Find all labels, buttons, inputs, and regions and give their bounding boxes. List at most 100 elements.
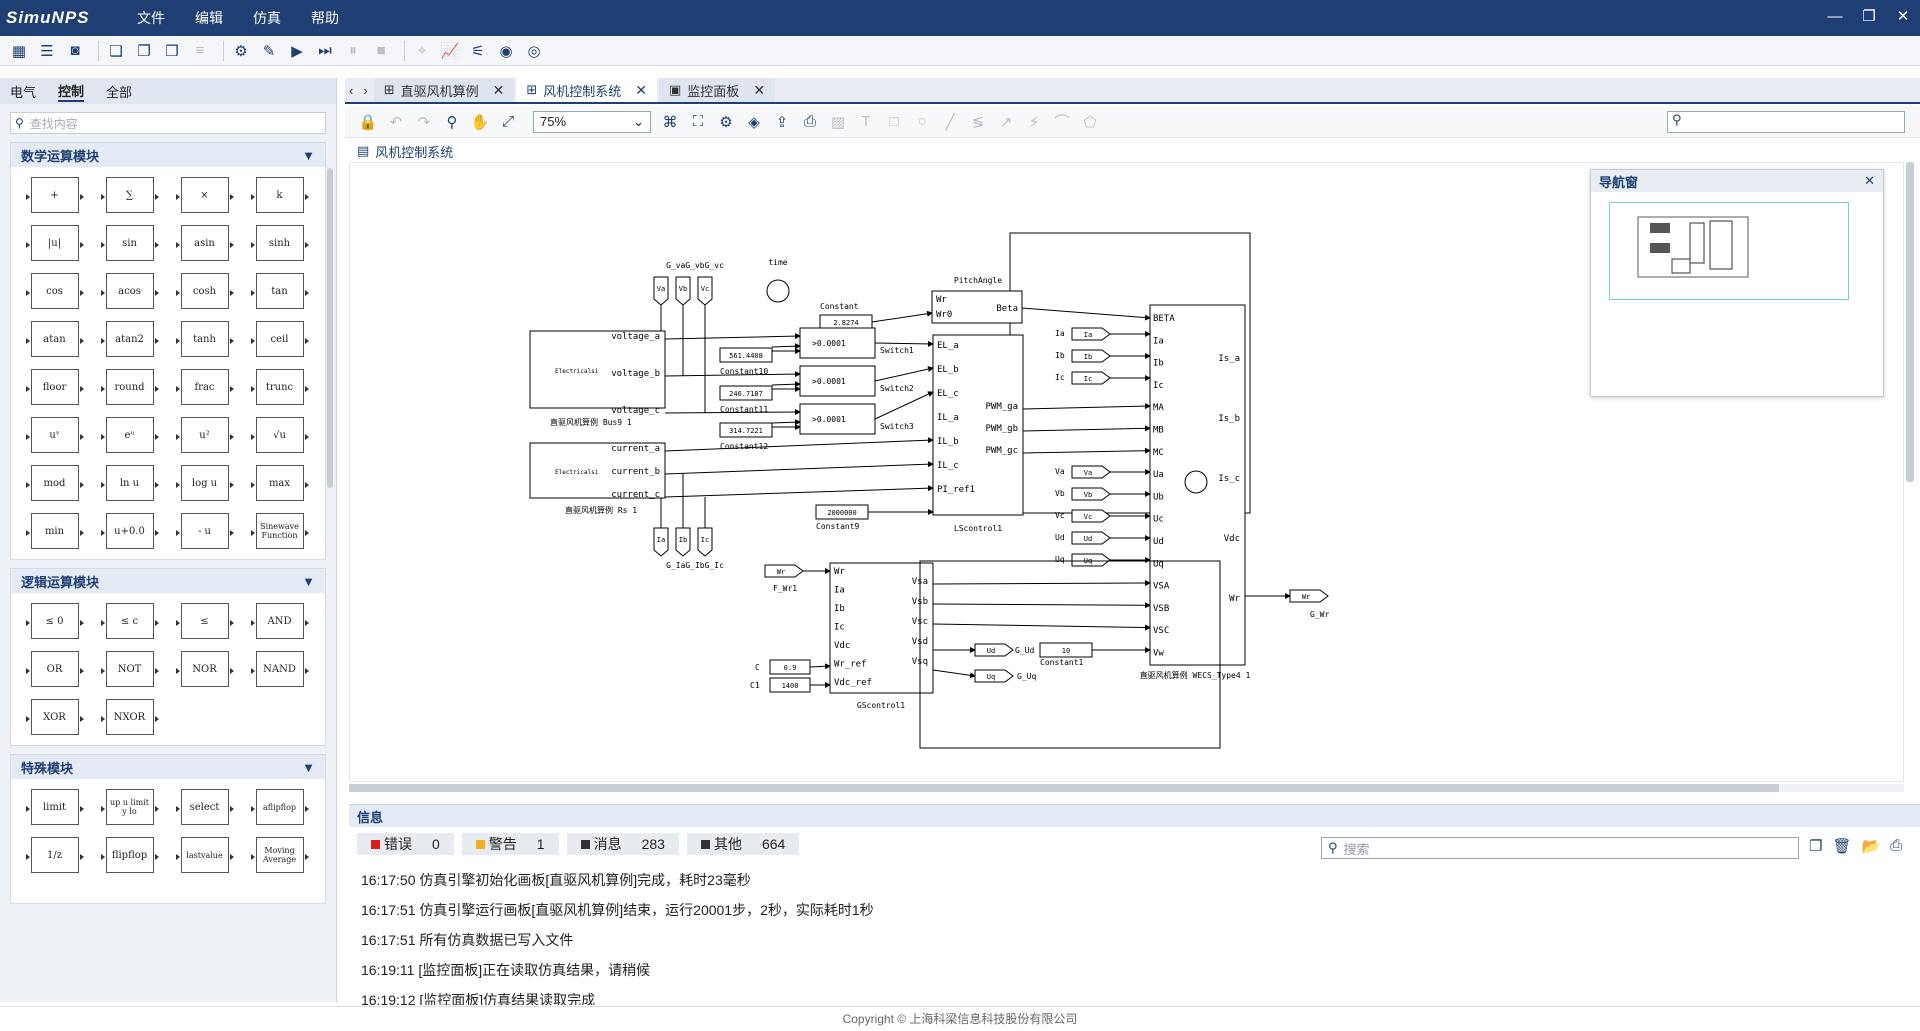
polygon-icon[interactable]: ⬠ <box>1083 113 1097 131</box>
section-header[interactable]: 数学运算模块▼ <box>11 143 325 167</box>
switch-block[interactable] <box>799 327 876 359</box>
library-block[interactable]: - u <box>175 513 234 549</box>
menu-simulate[interactable]: 仿真 <box>253 10 281 26</box>
arc-icon[interactable]: ⌒ <box>1054 114 1070 131</box>
library-block[interactable]: ≤ <box>175 603 234 639</box>
section-header[interactable]: 逻辑运算模块▼ <box>11 569 325 593</box>
library-block[interactable]: max <box>250 465 309 501</box>
wr-tag[interactable] <box>764 564 804 578</box>
gs-frame[interactable] <box>919 560 1221 749</box>
fit-icon[interactable]: ⤢ <box>501 113 514 130</box>
help-icon[interactable]: ◎ <box>527 42 541 60</box>
save-file-icon[interactable]: ❒ <box>165 42 179 60</box>
library-block[interactable]: trunc <box>250 369 309 405</box>
library-block[interactable]: ≤ 0 <box>25 603 84 639</box>
canvas-horizontal-scrollbar[interactable] <box>349 784 1904 792</box>
print-icon[interactable]: ⎙ <box>803 113 816 130</box>
ellipse-icon[interactable]: ○ <box>917 113 927 130</box>
signal-tag[interactable] <box>1071 531 1111 545</box>
restore-icon[interactable]: ❐ <box>1862 8 1876 25</box>
export-icon[interactable]: ⇪ <box>775 113 789 131</box>
navigation-thumbnail[interactable] <box>1609 202 1849 300</box>
chevron-down-icon[interactable]: ▼ <box>302 147 315 163</box>
voltage-tag[interactable] <box>675 276 691 306</box>
delete-icon[interactable]: 🗑 <box>1832 838 1852 855</box>
constant-block[interactable] <box>719 385 773 401</box>
library-block[interactable]: + <box>25 177 84 213</box>
monitor-icon[interactable]: ◉ <box>499 42 513 60</box>
library-block[interactable]: atan <box>25 321 84 357</box>
constant-block[interactable] <box>719 422 773 438</box>
library-block[interactable]: select <box>175 789 234 825</box>
library-block[interactable]: u+0.0 <box>100 513 159 549</box>
signal-tag[interactable] <box>1071 487 1111 501</box>
lscontrol-block[interactable] <box>932 334 1024 516</box>
library-block[interactable]: AND <box>250 603 309 639</box>
constant-block[interactable] <box>719 347 773 363</box>
voltage-tag[interactable] <box>697 276 713 306</box>
library-block[interactable]: NOR <box>175 651 234 687</box>
voltage-tag[interactable] <box>653 276 669 306</box>
panel-icon[interactable]: ◙ <box>70 42 80 59</box>
undo-icon[interactable]: ↶ <box>389 113 403 131</box>
library-block[interactable]: atan2 <box>100 321 159 357</box>
align-icon[interactable]: ≡ <box>195 42 205 59</box>
library-block[interactable]: eᵘ <box>100 417 159 453</box>
tab-wind-control[interactable]: ⊞风机控制系统✕ <box>516 78 657 102</box>
library-block[interactable]: sin <box>100 225 159 261</box>
library-block[interactable]: lastvalue <box>175 837 234 873</box>
minimize-icon[interactable]: — <box>1827 8 1843 25</box>
close-tab-icon[interactable]: ✕ <box>492 81 505 98</box>
list-icon[interactable]: ☰ <box>40 42 54 60</box>
chevron-down-icon[interactable]: ▼ <box>302 759 315 775</box>
chevron-down-icon[interactable]: ▼ <box>302 573 315 589</box>
library-block[interactable]: floor <box>25 369 84 405</box>
chart-icon[interactable]: 📈 <box>440 42 460 60</box>
tag-icon[interactable]: ⌘ <box>662 113 678 131</box>
tab-wind-example[interactable]: ⊞直驱风机算例✕ <box>373 78 515 102</box>
library-block[interactable]: XOR <box>25 699 84 735</box>
bus9-block[interactable] <box>529 330 666 409</box>
nav-back-icon[interactable]: ‹ <box>349 82 354 98</box>
signal-tag[interactable] <box>1071 509 1111 523</box>
image-icon[interactable]: ▨ <box>830 113 846 131</box>
library-block[interactable]: uᵛ <box>25 417 84 453</box>
fullscreen-icon[interactable]: ⛶ <box>692 113 704 130</box>
library-block[interactable]: √u <box>250 417 309 453</box>
run-icon[interactable]: ▶ <box>291 42 303 60</box>
library-block[interactable]: NXOR <box>100 699 159 735</box>
current-tag[interactable] <box>653 527 669 557</box>
library-block[interactable]: sinh <box>250 225 309 261</box>
library-search-input[interactable]: ⚲查找内容 <box>10 112 326 134</box>
library-block[interactable]: k <box>250 177 309 213</box>
library-block[interactable]: ceil <box>250 321 309 357</box>
library-block[interactable]: 1/z <box>25 837 84 873</box>
probe-icon[interactable]: ⌖ <box>417 42 427 59</box>
library-block[interactable]: × <box>175 177 234 213</box>
open-file-icon[interactable]: ❐ <box>137 42 151 60</box>
library-block[interactable]: ≤ c <box>100 603 159 639</box>
arrow-icon[interactable]: ↗ <box>999 113 1013 131</box>
zigzag-icon[interactable]: ⚡ <box>1028 113 1040 131</box>
library-block[interactable]: log u <box>175 465 234 501</box>
signal-tag[interactable] <box>1071 327 1111 341</box>
polyline-icon[interactable]: ≶ <box>971 113 985 131</box>
edit-icon[interactable]: ✎ <box>262 42 276 60</box>
c1-constant[interactable] <box>769 677 811 693</box>
canvas-vertical-scrollbar[interactable] <box>1906 162 1914 482</box>
ud-tag[interactable] <box>974 643 1014 657</box>
library-block[interactable]: mod <box>25 465 84 501</box>
signal-tag[interactable] <box>1071 465 1111 479</box>
grid-icon[interactable]: ▦ <box>11 42 27 60</box>
tab-control[interactable]: 控制 <box>58 81 85 102</box>
params-icon[interactable]: ⚟ <box>471 42 485 60</box>
library-block[interactable]: limit <box>25 789 84 825</box>
library-block[interactable]: Sinewave Function <box>250 513 309 549</box>
close-tab-icon[interactable]: ✕ <box>753 81 766 98</box>
library-block[interactable]: u² <box>175 417 234 453</box>
current-tag[interactable] <box>675 527 691 557</box>
block-diagram[interactable]: voltage_avoltage_bvoltage_cElectricalsi直… <box>350 163 1900 778</box>
diagram-search-input[interactable]: ⚲ <box>1667 110 1905 133</box>
